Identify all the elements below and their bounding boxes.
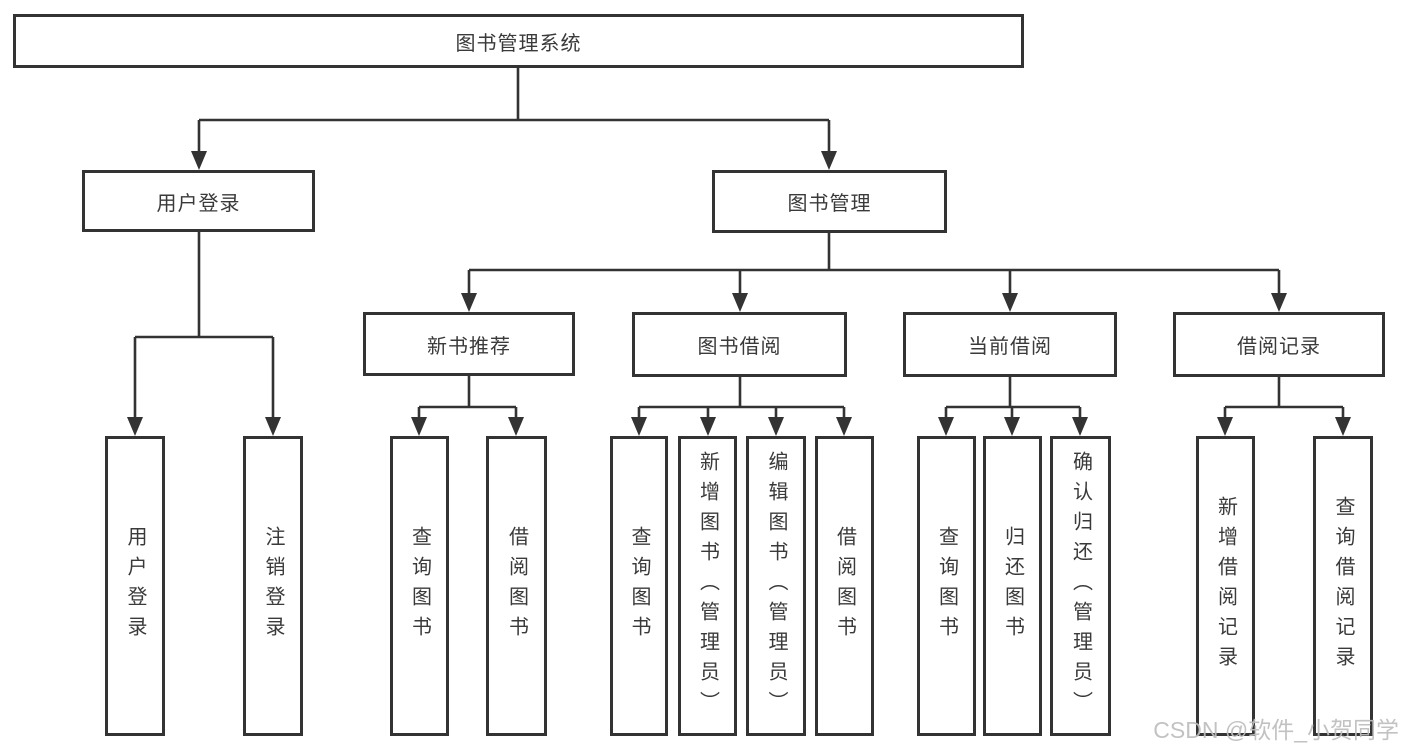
leaf-query-books-borrowing: 查询图书	[610, 436, 668, 736]
node-label: 图书管理系统	[455, 32, 582, 55]
node-label: 用户登录	[156, 192, 241, 215]
leaf-query-books-current: 查询图书	[917, 436, 976, 736]
node-label: 图书借阅	[697, 336, 782, 358]
leaf-label: 用户登录	[124, 526, 146, 646]
leaf-label: 新增图书（管理员）	[696, 451, 719, 721]
node-book-management: 图书管理	[712, 170, 947, 233]
leaf-label: 查询图书	[628, 526, 650, 646]
node-label: 新书推荐	[427, 335, 511, 358]
node-library-system: 图书管理系统	[13, 14, 1024, 68]
connector-segments	[133, 68, 1345, 419]
arrowhead-icons	[127, 151, 1351, 436]
node-label: 借阅记录	[1237, 336, 1321, 358]
node-label: 图书管理	[787, 193, 872, 215]
leaf-label: 新增借阅记录	[1214, 496, 1237, 676]
leaf-label: 借阅图书	[505, 526, 528, 646]
leaf-borrow-books-borrowing: 借阅图书	[815, 436, 874, 736]
leaf-add-books-admin: 新增图书（管理员）	[678, 436, 737, 736]
leaf-label: 查询图书	[935, 526, 958, 646]
leaf-label: 确认归还（管理员）	[1069, 451, 1092, 721]
leaf-edit-books-admin: 编辑图书（管理员）	[746, 436, 806, 736]
leaf-label: 查询图书	[408, 526, 431, 646]
leaf-query-borrow-record: 查询借阅记录	[1313, 436, 1373, 736]
leaf-add-borrow-record: 新增借阅记录	[1196, 436, 1255, 736]
node-current-borrowing: 当前借阅	[903, 312, 1117, 377]
leaf-label: 查询借阅记录	[1332, 496, 1354, 676]
node-book-borrowing: 图书借阅	[632, 312, 847, 377]
leaf-label: 归还图书	[1001, 526, 1024, 646]
leaf-label: 编辑图书（管理员）	[765, 451, 787, 721]
leaf-logout: 注销登录	[243, 436, 303, 736]
leaf-user-login: 用户登录	[105, 436, 165, 736]
leaf-confirm-return-admin: 确认归还（管理员）	[1050, 436, 1111, 736]
node-borrowing-records: 借阅记录	[1173, 312, 1385, 377]
node-new-book-recommend: 新书推荐	[363, 312, 575, 376]
leaf-query-books-recommend: 查询图书	[390, 436, 449, 736]
csdn-watermark: CSDN @软件_小贺同学	[1153, 717, 1399, 743]
leaf-label: 借阅图书	[833, 526, 856, 646]
node-label: 当前借阅	[968, 336, 1052, 358]
leaf-return-books: 归还图书	[983, 436, 1042, 736]
leaf-borrow-books-recommend: 借阅图书	[486, 436, 547, 736]
leaf-label: 注销登录	[262, 526, 284, 646]
node-user-login: 用户登录	[82, 170, 315, 232]
